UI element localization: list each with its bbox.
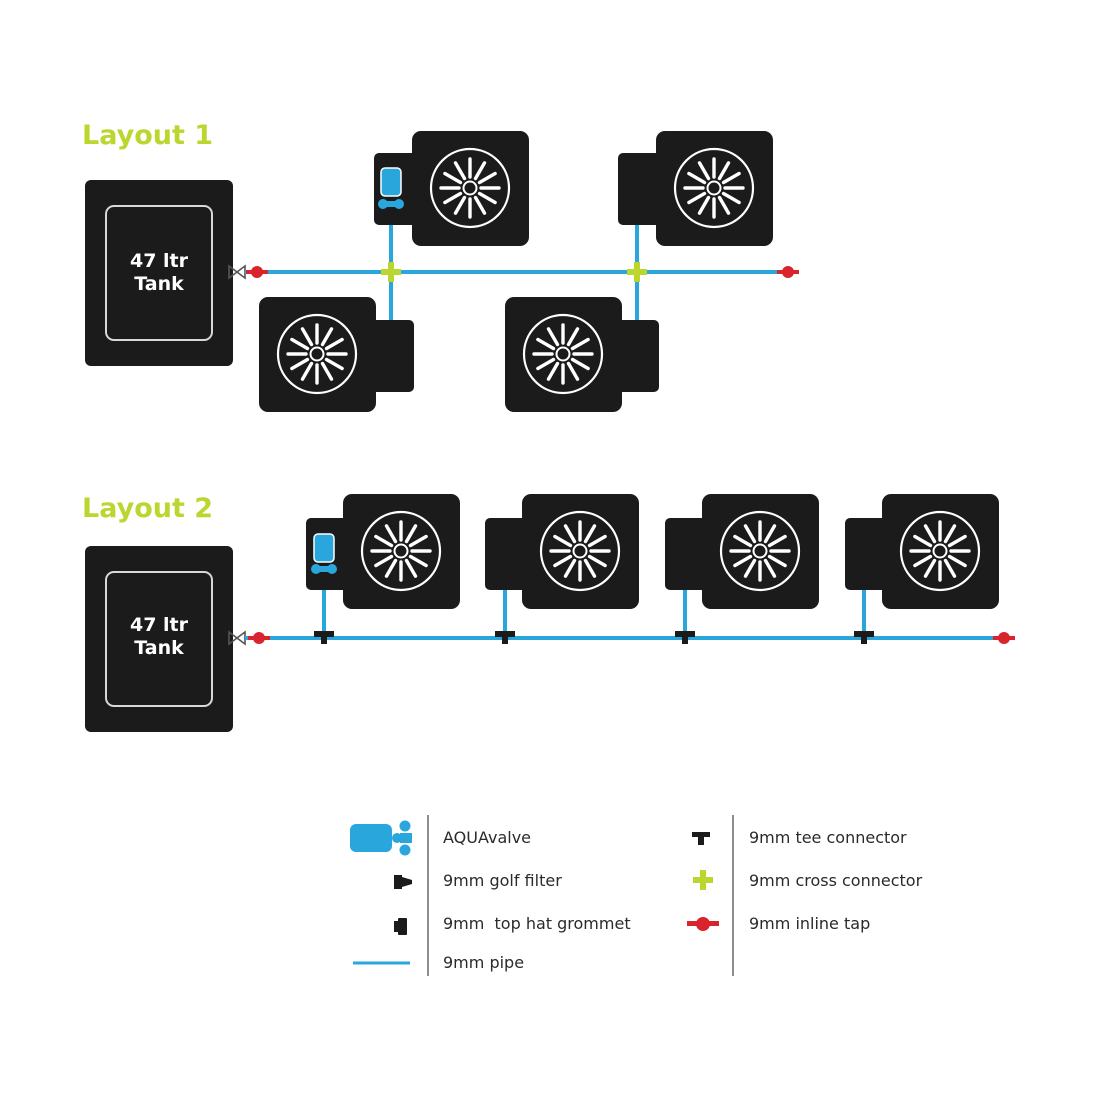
pot (665, 494, 819, 609)
pot (618, 131, 773, 246)
aquavalve-icon (378, 167, 404, 209)
legend-label-cross: 9mm cross connector (749, 871, 923, 890)
top-hat-grommet-icon (394, 918, 407, 935)
inline-tap-icon (993, 632, 1015, 644)
layout-1-diagram (85, 131, 799, 412)
layout-2-title: Layout 2 (82, 493, 214, 524)
legend (350, 815, 734, 976)
cross-connector-icon (381, 262, 401, 282)
layout-2-diagram (85, 494, 1015, 732)
legend-label-tap: 9mm inline tap (749, 914, 871, 933)
golf-filter-icon (394, 875, 412, 889)
tank-capacity: 47 ltr (129, 250, 189, 272)
aquavalve-icon (311, 533, 337, 574)
layout-1-title: Layout 1 (82, 120, 214, 151)
pot (259, 297, 414, 412)
inline-tap-icon (248, 632, 270, 644)
tank (85, 546, 233, 732)
inline-tap-icon (246, 266, 268, 278)
pipe (245, 585, 1004, 640)
aquavalve-icon (350, 820, 412, 856)
tank (85, 180, 233, 366)
inline-tap-icon (777, 266, 799, 278)
tank-word: Tank (134, 637, 184, 659)
cross-connector-icon (627, 262, 647, 282)
pot (505, 297, 659, 412)
tank-word: Tank (134, 273, 184, 295)
cross-connector-icon (693, 870, 713, 890)
legend-label-tee: 9mm tee connector (749, 828, 907, 847)
tank-capacity: 47 ltr (129, 614, 189, 636)
pot (485, 494, 639, 609)
tee-connector-icon (692, 832, 710, 845)
pot (845, 494, 999, 609)
legend-label-grommet: 9mm top hat grommet (443, 914, 631, 933)
inline-tap-icon (687, 917, 719, 931)
legend-label-aquavalve: AQUAvalve (443, 828, 532, 847)
legend-label-golf-filter: 9mm golf filter (443, 871, 562, 890)
tank-label: 47 ltr Tank (99, 250, 219, 296)
tank-label: 47 ltr Tank (99, 614, 219, 660)
legend-label-pipe: 9mm pipe (443, 953, 525, 972)
